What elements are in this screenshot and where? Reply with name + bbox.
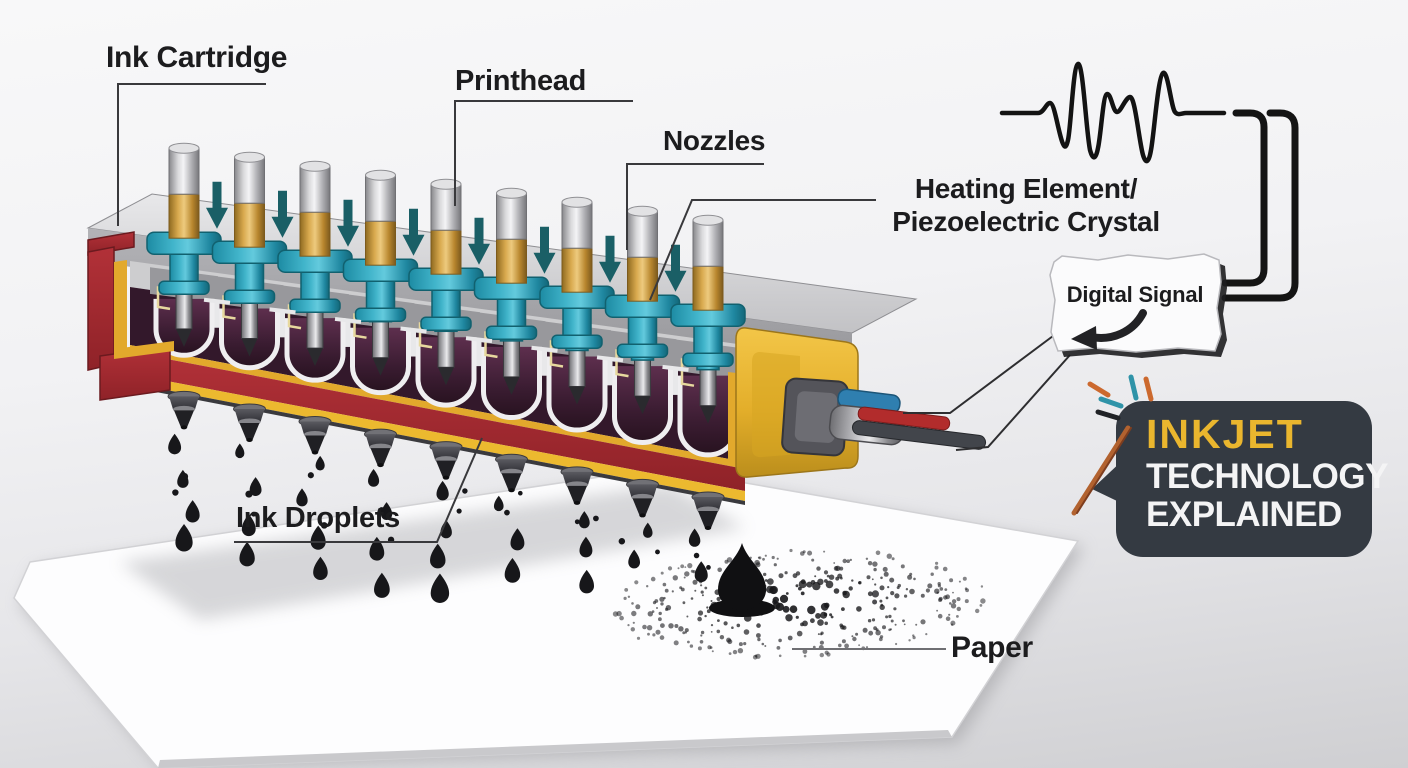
printhead-assembly [86,142,987,530]
digital-signal-box [1049,253,1227,358]
pencil-stroke [1071,425,1132,516]
sparkle-burst-icon [1087,374,1154,421]
label-heating-element-line1: Heating Element/ [914,173,1138,204]
label-paper: Paper [951,631,1033,664]
label-heating-element: Heating Element/ Piezoelectric Crystal [854,172,1198,238]
printhead-leader-line [454,100,633,206]
label-ink-droplets: Ink Droplets [236,502,400,534]
ink-cartridge-casing [87,231,174,401]
signal-connector [781,377,987,457]
signal-waveform [999,61,1227,164]
label-heating-element-line2: Piezoelectric Crystal [892,206,1160,238]
down-arrow-icon [533,226,556,274]
label-nozzles: Nozzles [663,125,766,156]
title-badge: INKJET TECHNOLOGY EXPLAINED [1146,411,1388,535]
down-arrow-icon [402,208,425,256]
down-arrow-icon [599,235,621,283]
label-digital-signal: Digital Signal [1066,282,1204,307]
down-arrow-icon [664,244,687,292]
badge-title-technology: TECHNOLOGY [1146,456,1388,496]
label-printhead: Printhead [455,65,587,97]
digital-signal-leader-line-2 [955,354,1071,451]
ink-cartridge-leader-line [117,83,266,226]
dark-wire [851,420,987,450]
falling-ink-droplets [168,433,711,603]
badge-title-inkjet: INKJET [1146,411,1304,457]
title-badge-bubble [1071,374,1372,557]
curved-arrow-icon [1087,309,1147,342]
badge-title-explained: EXPLAINED [1146,495,1342,535]
nozzles-leader-line [626,163,764,250]
signal-bracket [1221,109,1299,302]
down-arrow-icon [468,217,490,265]
ink-droplets-leader-line [234,437,483,543]
printhead-end-cap [728,327,987,478]
heating-element-leader-line [649,199,876,301]
down-arrow-icon [206,181,228,229]
splash-droplet [718,543,766,610]
down-arrow-icon [271,190,294,238]
down-arrow-icon [337,199,359,247]
ink-splash [612,543,986,660]
digital-signal-leader-line-1 [903,335,1054,414]
label-ink-cartridge: Ink Cartridge [106,41,288,74]
